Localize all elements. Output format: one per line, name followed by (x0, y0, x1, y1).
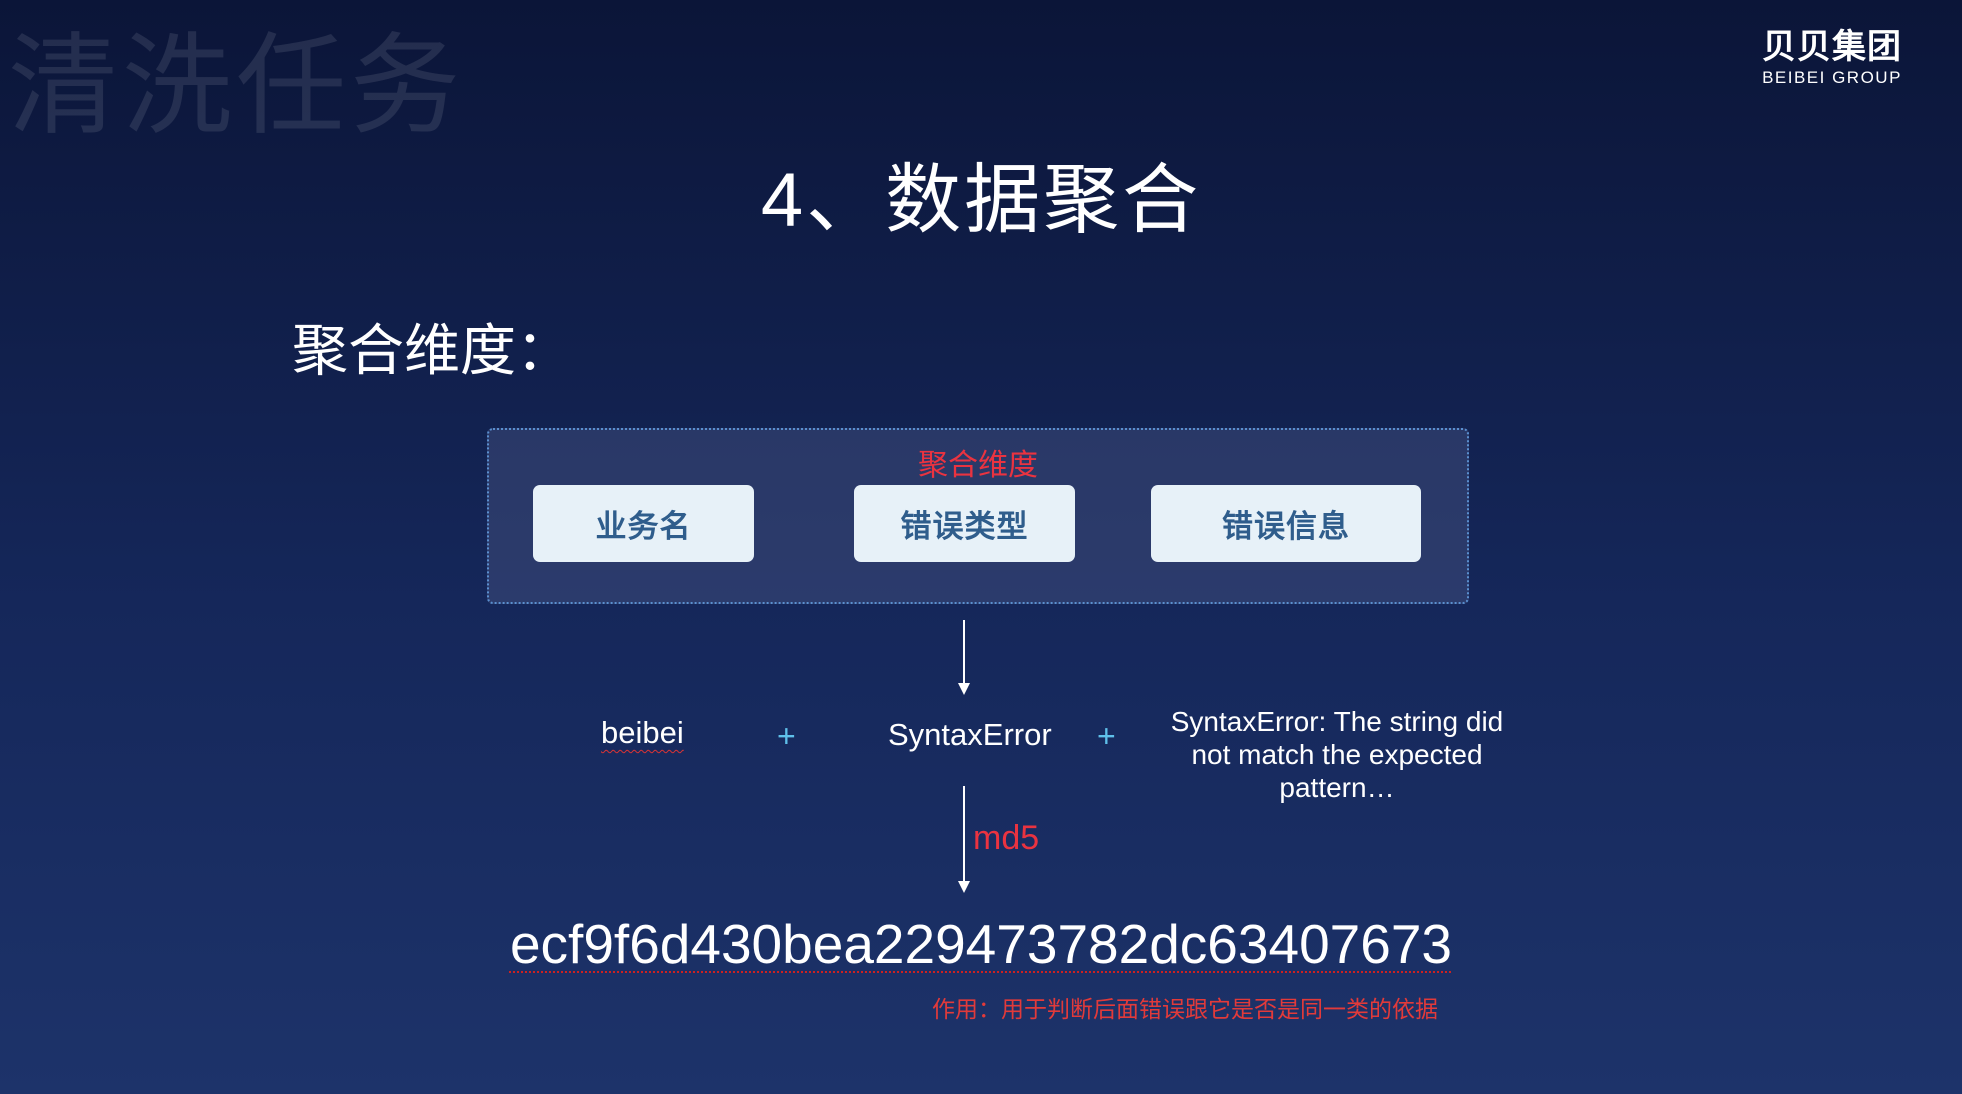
chip-error-type: 错误类型 (854, 485, 1075, 562)
logo-en-text: BEIBEI GROUP (1762, 68, 1902, 87)
logo-cn-text: 贝贝集团 (1762, 28, 1902, 66)
section-title: 聚合维度： (292, 319, 572, 382)
page-title: 4、数据聚合 (760, 158, 1202, 243)
dimension-box-label: 聚合维度 (918, 449, 1038, 482)
arrow-line-1 (963, 620, 965, 688)
md5-label: md5 (973, 819, 1040, 857)
arrow-down-icon (958, 683, 970, 695)
chip-error-message: 错误信息 (1151, 485, 1421, 562)
chip-business-name: 业务名 (533, 485, 754, 562)
value-error-type: SyntaxError (888, 717, 1052, 752)
slide-watermark: 清洗任务 (8, 25, 464, 148)
arrow-line-2 (963, 786, 965, 886)
value-error-message: SyntaxError: The string did not match th… (1170, 706, 1504, 803)
md5-hash-value: ecf9f6d430bea229473782dc63407673 (509, 913, 1453, 975)
value-business-name: beibei (601, 715, 684, 750)
plus-sign-2: + (1097, 718, 1116, 754)
purpose-note: 作用：用于判断后面错误跟它是否是同一类的依据 (932, 996, 1438, 1022)
company-logo: 贝贝集团 BEIBEI GROUP (1762, 28, 1902, 88)
plus-sign-1: + (777, 718, 796, 754)
arrow-down-icon-2 (958, 881, 970, 893)
